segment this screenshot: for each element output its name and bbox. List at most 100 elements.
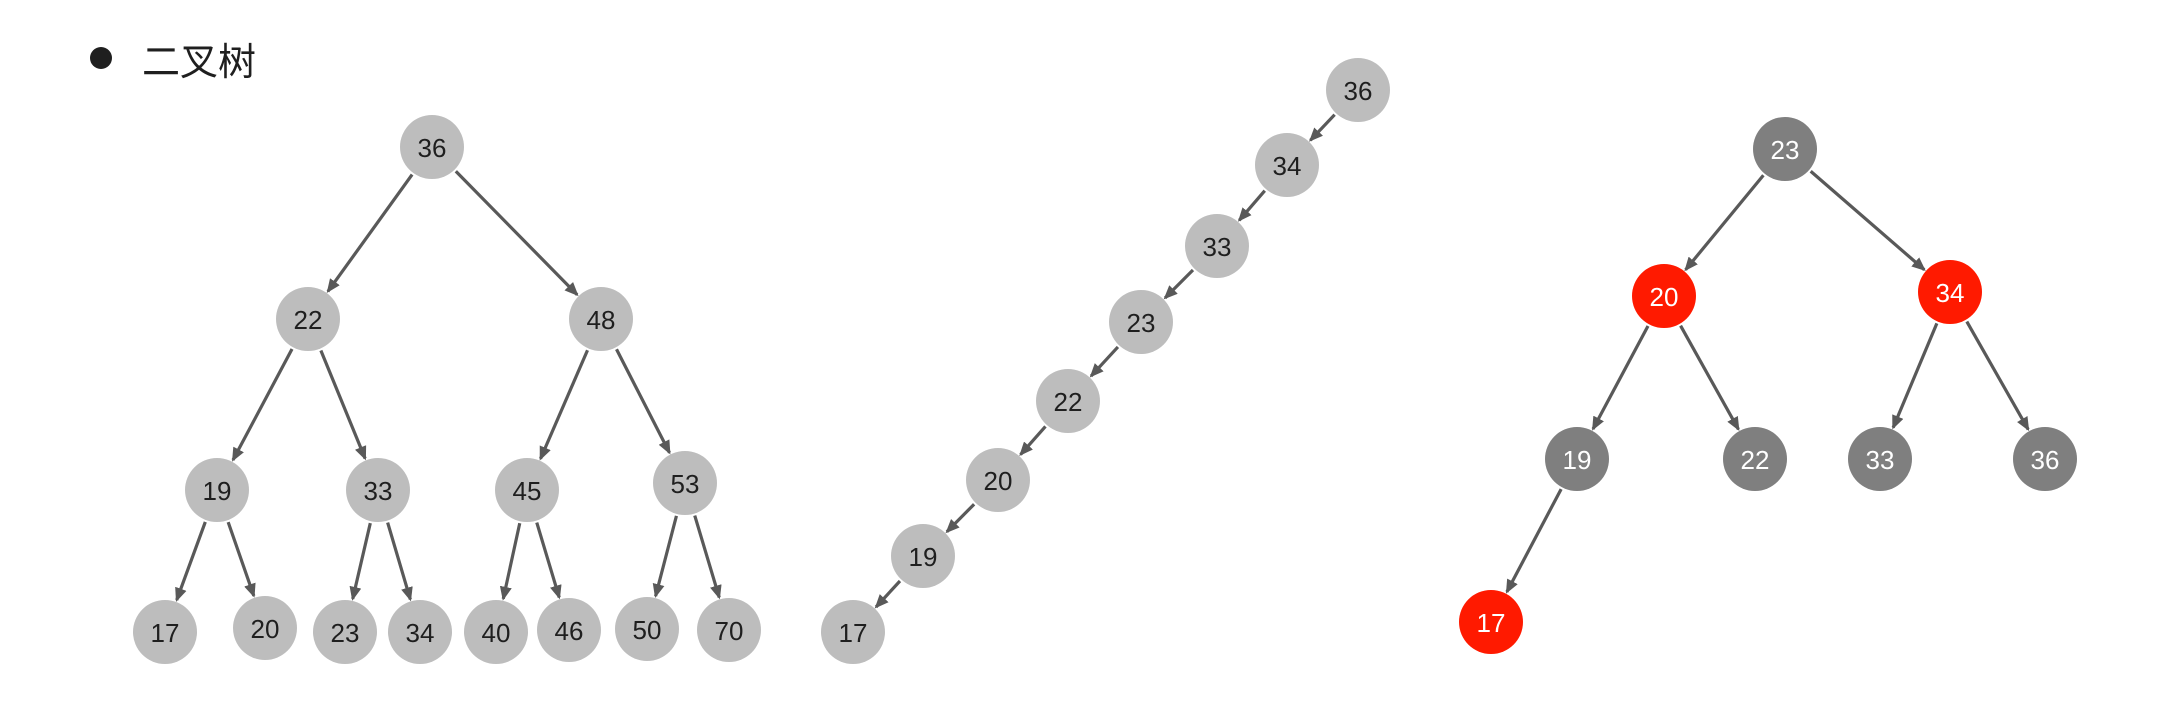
degenerate-tree-edge-34-to-33 [1237,189,1266,222]
node-label: 19 [909,542,938,572]
balanced-tree-edge-36-to-22 [326,173,414,294]
node-circle [1848,427,1912,491]
node-label: 33 [1203,232,1232,262]
balanced-tree-edge-45-to-40 [499,522,522,601]
balanced-tree-node-48: 48 [569,287,633,351]
section-heading: 二叉树 [90,28,256,88]
balanced-tree-node-70: 70 [697,598,761,662]
node-label: 20 [984,466,1013,496]
degenerate-tree-node-17: 17 [821,600,885,664]
node-circle [313,600,377,664]
node-circle [1632,264,1696,328]
node-label: 23 [331,618,360,648]
balanced-tree-node-19: 19 [185,458,249,522]
degenerate-tree-node-36: 36 [1326,58,1390,122]
red-black-tree-node-22: 22 [1723,427,1787,491]
node-label: 22 [294,305,323,335]
node-label: 46 [555,616,584,646]
balanced-tree-edge-48-to-45 [539,349,589,461]
node-label: 34 [406,618,435,648]
red-black-tree-node-17: 17 [1459,590,1523,654]
node-label: 34 [1273,151,1302,181]
balanced-tree-node-36: 36 [400,115,464,179]
node-circle [1036,369,1100,433]
node-circle [615,597,679,661]
balanced-tree-node-46: 46 [537,598,601,662]
node-circle [1459,590,1523,654]
node-circle [537,598,601,662]
red-black-tree-node-20: 20 [1632,264,1696,328]
node-label: 20 [1650,282,1679,312]
node-label: 19 [203,476,232,506]
node-circle [346,458,410,522]
node-circle [1109,290,1173,354]
node-label: 36 [1344,76,1373,106]
red-black-tree-node-34: 34 [1918,260,1982,324]
node-circle [697,598,761,662]
node-label: 23 [1771,135,1800,165]
node-circle [133,600,197,664]
node-label: 36 [2031,445,2060,475]
balanced-tree-node-17: 17 [133,600,197,664]
balanced-tree-node-50: 50 [615,597,679,661]
degenerate-tree-node-23: 23 [1109,290,1173,354]
balanced-tree-node-45: 45 [495,458,559,522]
node-label: 50 [633,615,662,645]
node-label: 36 [418,133,447,163]
degenerate-tree-edge-20-to-19 [945,503,976,534]
node-label: 70 [715,616,744,646]
balanced-tree-edge-22-to-33 [319,349,367,461]
red-black-tree-edge-20-to-19 [1591,325,1650,431]
red-black-tree-edge-23-to-20 [1684,174,1765,272]
red-black-tree-edge-19-to-17 [1505,488,1563,594]
degenerate-tree-edge-36-to-34 [1308,113,1336,142]
node-circle [1326,58,1390,122]
balanced-tree-edge-53-to-70 [693,515,722,600]
balanced-tree-node-40: 40 [464,600,528,664]
balanced-tree-node-23: 23 [313,600,377,664]
node-circle [653,451,717,515]
node-circle [966,448,1030,512]
red-black-tree-node-19: 19 [1545,427,1609,491]
node-label: 17 [1477,608,1506,638]
node-circle [1723,427,1787,491]
red-black-tree-node-33: 33 [1848,427,1912,491]
red-black-tree-edge-20-to-22 [1679,324,1740,432]
node-label: 23 [1127,308,1156,338]
node-circle [1185,214,1249,278]
red-black-tree-edge-34-to-33 [1891,322,1939,430]
degenerate-tree-node-22: 22 [1036,369,1100,433]
node-circle [1753,117,1817,181]
node-label: 22 [1054,387,1083,417]
node-label: 17 [839,618,868,648]
degenerate-tree-node-20: 20 [966,448,1030,512]
node-circle [388,600,452,664]
node-circle [1918,260,1982,324]
red-black-tree-edge-34-to-36 [1965,320,2030,432]
node-label: 40 [482,618,511,648]
balanced-tree-edge-33-to-23 [349,522,372,601]
node-label: 53 [671,469,700,499]
node-circle [569,287,633,351]
node-label: 22 [1741,445,1770,475]
node-circle [276,287,340,351]
degenerate-tree-node-34: 34 [1255,133,1319,197]
node-circle [2013,427,2077,491]
node-circle [233,596,297,660]
degenerate-tree-edge-33-to-23 [1163,268,1195,300]
balanced-tree-edge-48-to-53 [615,348,671,455]
balanced-tree-node-20: 20 [233,596,297,660]
node-label: 48 [587,305,616,335]
node-circle [185,458,249,522]
degenerate-tree-node-19: 19 [891,524,955,588]
node-circle [821,600,885,664]
balanced-tree-node-33: 33 [346,458,410,522]
node-label: 20 [251,614,280,644]
degenerate-tree-edge-22-to-20 [1019,425,1047,457]
node-label: 45 [513,476,542,506]
node-circle [1545,427,1609,491]
red-black-tree-node-23: 23 [1753,117,1817,181]
degenerate-tree-node-33: 33 [1185,214,1249,278]
balanced-tree-node-22: 22 [276,287,340,351]
